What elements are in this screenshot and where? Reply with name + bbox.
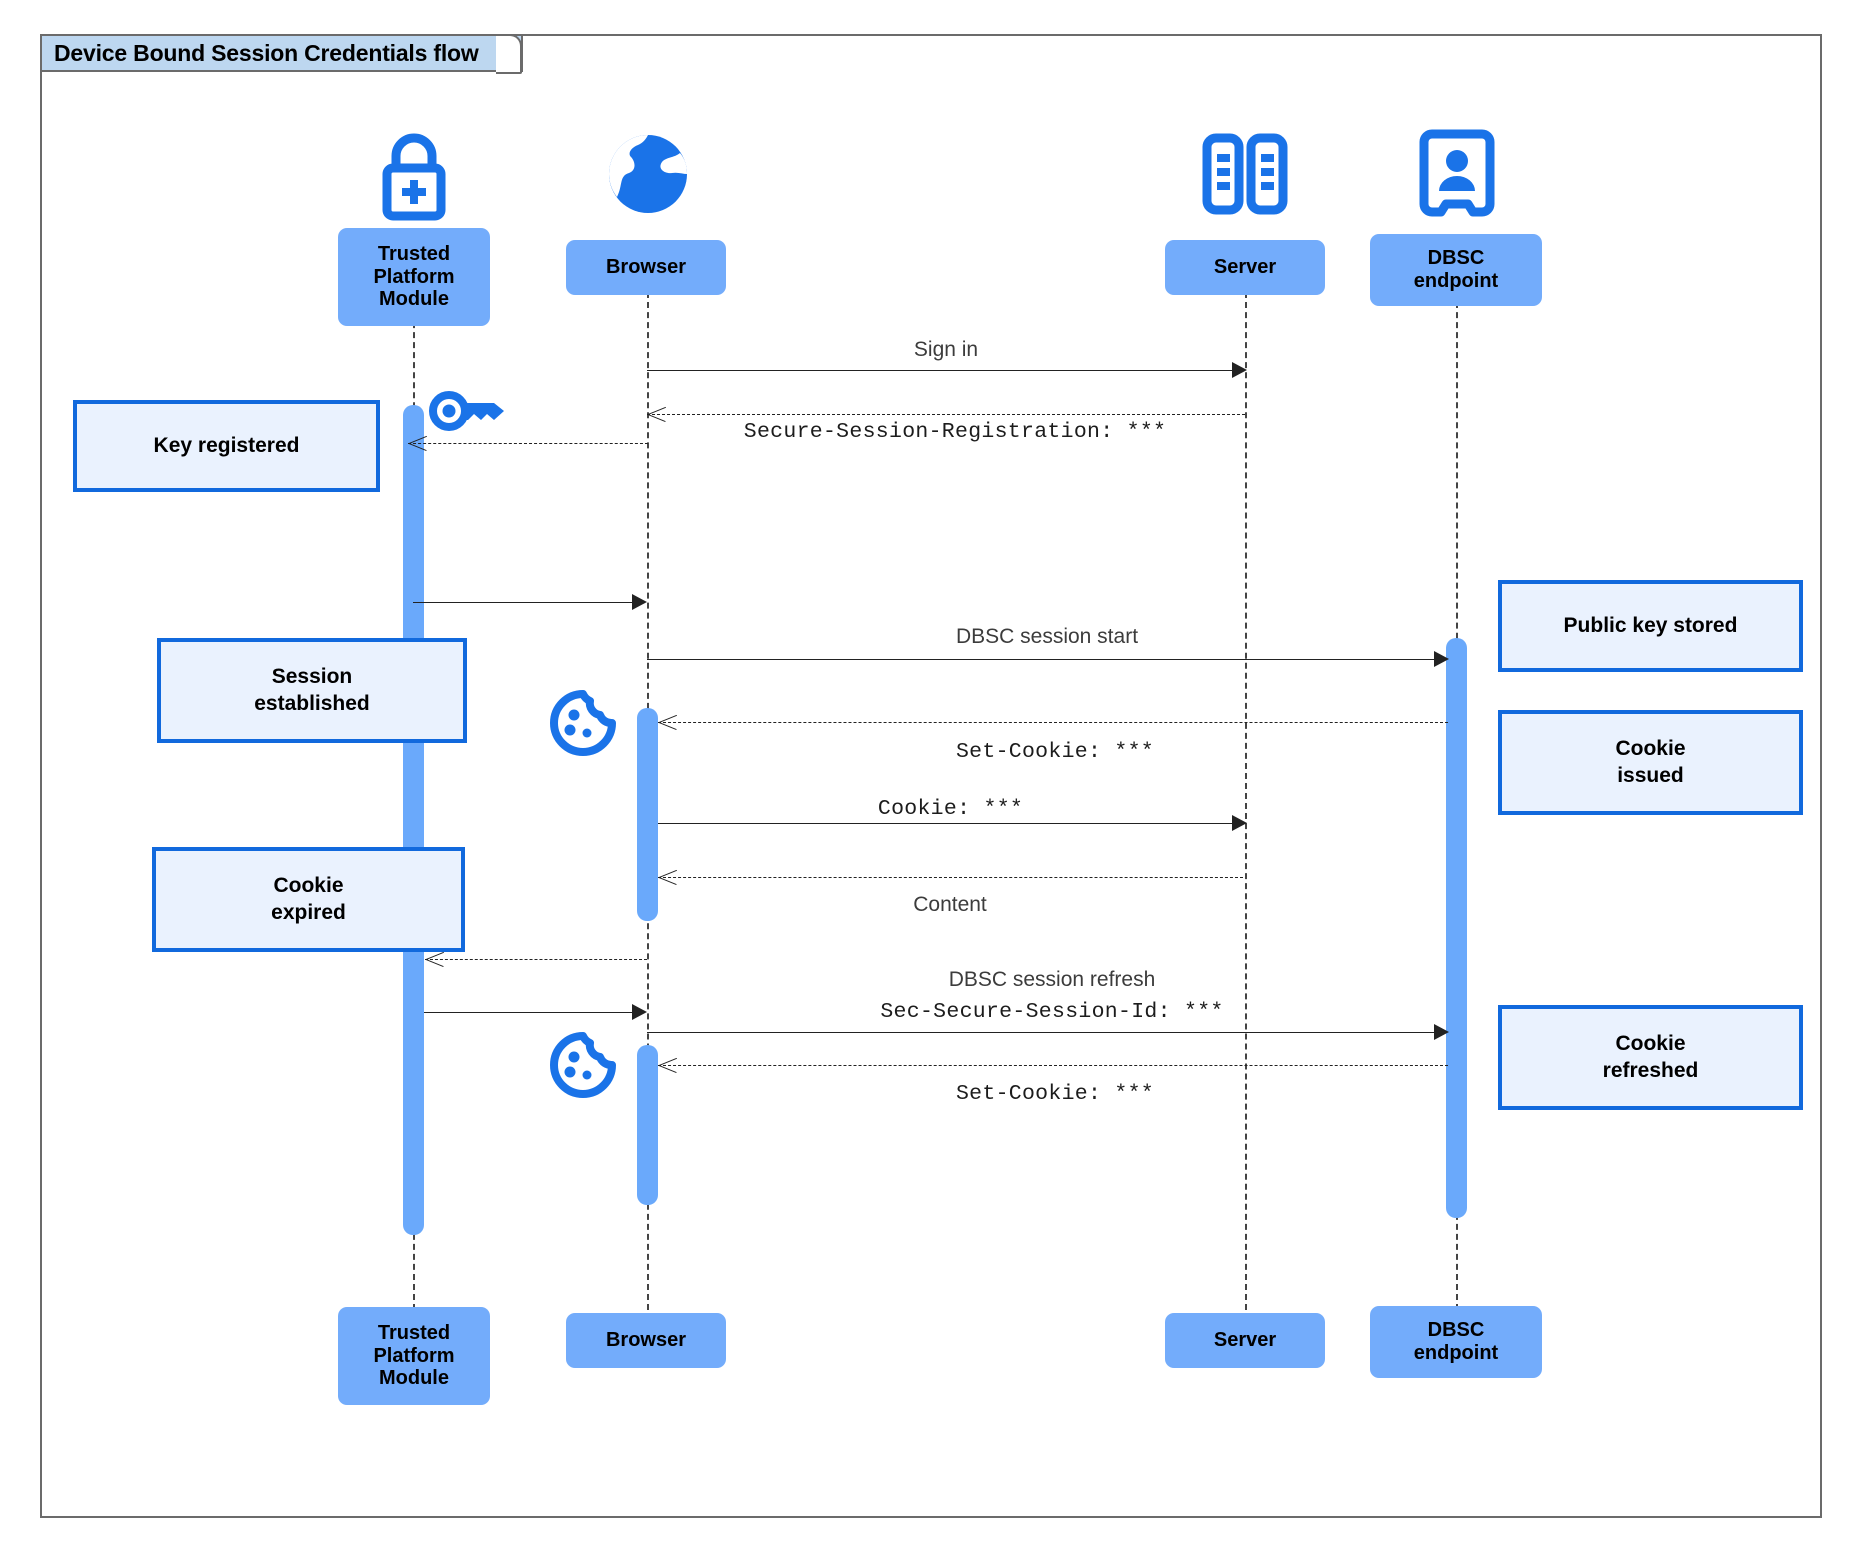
participant-label: Browser [605,1329,687,1352]
note-key-registered: Key registered [73,400,380,492]
activation-browser-1 [637,708,658,921]
message-arrow-set-cookie-2 [659,1056,677,1074]
participant-header-tpm[interactable]: Trusted Platform Module [338,228,490,326]
message-arrow-tpm-to-browser [632,594,647,610]
key-icon [428,385,508,442]
message-arrow-sign-in [1232,362,1247,378]
participant-label: Trusted Platform Module [373,1321,455,1390]
diagram-title: Device Bound Session Credentials flow [40,34,523,74]
message-line-sign-in [647,370,1240,371]
message-line-dbsc-session-refresh [647,1032,1442,1033]
note-public-key-stored: Public key stored [1498,580,1803,672]
message-line-browser-to-tpm [425,959,647,960]
message-line-set-cookie-2 [658,1065,1448,1066]
message-label-dbsc-session-start: DBSC session start [955,625,1139,648]
participant-label: DBSC endpoint [1413,247,1499,292]
participant-header-browser[interactable]: Browser [566,240,726,295]
participant-label: DBSC endpoint [1413,1319,1499,1364]
message-line-tpm-to-browser-refresh [424,1012,640,1013]
globe-icon [602,128,694,225]
message-arrow-key-register-to-tpm [409,434,427,452]
message-arrow-content [659,868,677,886]
note-cookie-issued: Cookie issued [1498,710,1803,815]
message-label-sign-in: Sign in [913,338,979,361]
note-session-established: Session established [157,638,467,743]
message-line-set-cookie-1 [658,722,1448,723]
message-label-content: Content [913,893,987,916]
participant-footer-server[interactable]: Server [1165,1313,1325,1368]
message-arrow-dbsc-session-start [1434,651,1449,667]
lifeline-server [1245,272,1247,1310]
message-arrow-browser-to-tpm [426,950,444,968]
note-text: Cookie issued [1615,737,1686,787]
message-arrow-tpm-to-browser-refresh [632,1004,647,1020]
participant-footer-browser[interactable]: Browser [566,1313,726,1368]
message-line-cookie [658,823,1240,824]
participant-label: Server [1213,1329,1277,1352]
message-label-sec-secure-session-id: Sec-Secure-Session-Id: *** [880,1000,1224,1024]
message-arrow-dbsc-session-refresh [1434,1024,1449,1040]
lock-plus-icon [369,128,459,228]
cookie-icon [548,688,618,763]
message-line-secure-session-registration [647,414,1245,415]
note-text: Public key stored [1563,613,1738,637]
participant-header-server[interactable]: Server [1165,240,1325,295]
message-line-key-register-to-tpm [408,443,648,444]
id-badge-icon [1419,128,1495,223]
message-label-set-cookie-2: Set-Cookie: *** [955,1082,1155,1106]
activation-tpm [403,405,424,1235]
note-text: Cookie expired [271,874,346,924]
participant-footer-dbsc[interactable]: DBSC endpoint [1370,1306,1542,1378]
message-arrow-cookie [1232,815,1247,831]
activation-browser-2 [637,1045,658,1205]
message-arrow-set-cookie-1 [659,713,677,731]
note-cookie-refreshed: Cookie refreshed [1498,1005,1803,1110]
message-line-content [658,877,1243,878]
cookie-icon [548,1030,618,1105]
note-cookie-expired: Cookie expired [152,847,465,952]
message-label-secure-session-registration: Secure-Session-Registration: *** [743,420,1167,444]
activation-dbsc [1446,638,1467,1218]
participant-label: Browser [605,256,687,279]
note-text: Key registered [153,433,300,457]
note-text: Session established [254,665,370,715]
participant-header-dbsc[interactable]: DBSC endpoint [1370,234,1542,306]
message-line-dbsc-session-start [647,659,1442,660]
message-line-tpm-to-browser [413,602,640,603]
message-label-cookie: Cookie: *** [877,797,1024,821]
note-text: Cookie refreshed [1602,1032,1699,1082]
participant-label: Trusted Platform Module [373,242,455,311]
participant-label: Server [1213,256,1277,279]
message-label-dbsc-session-refresh: DBSC session refresh [948,968,1156,991]
server-rack-icon [1201,130,1289,223]
participant-footer-tpm[interactable]: Trusted Platform Module [338,1307,490,1405]
message-label-set-cookie-1: Set-Cookie: *** [955,740,1155,764]
